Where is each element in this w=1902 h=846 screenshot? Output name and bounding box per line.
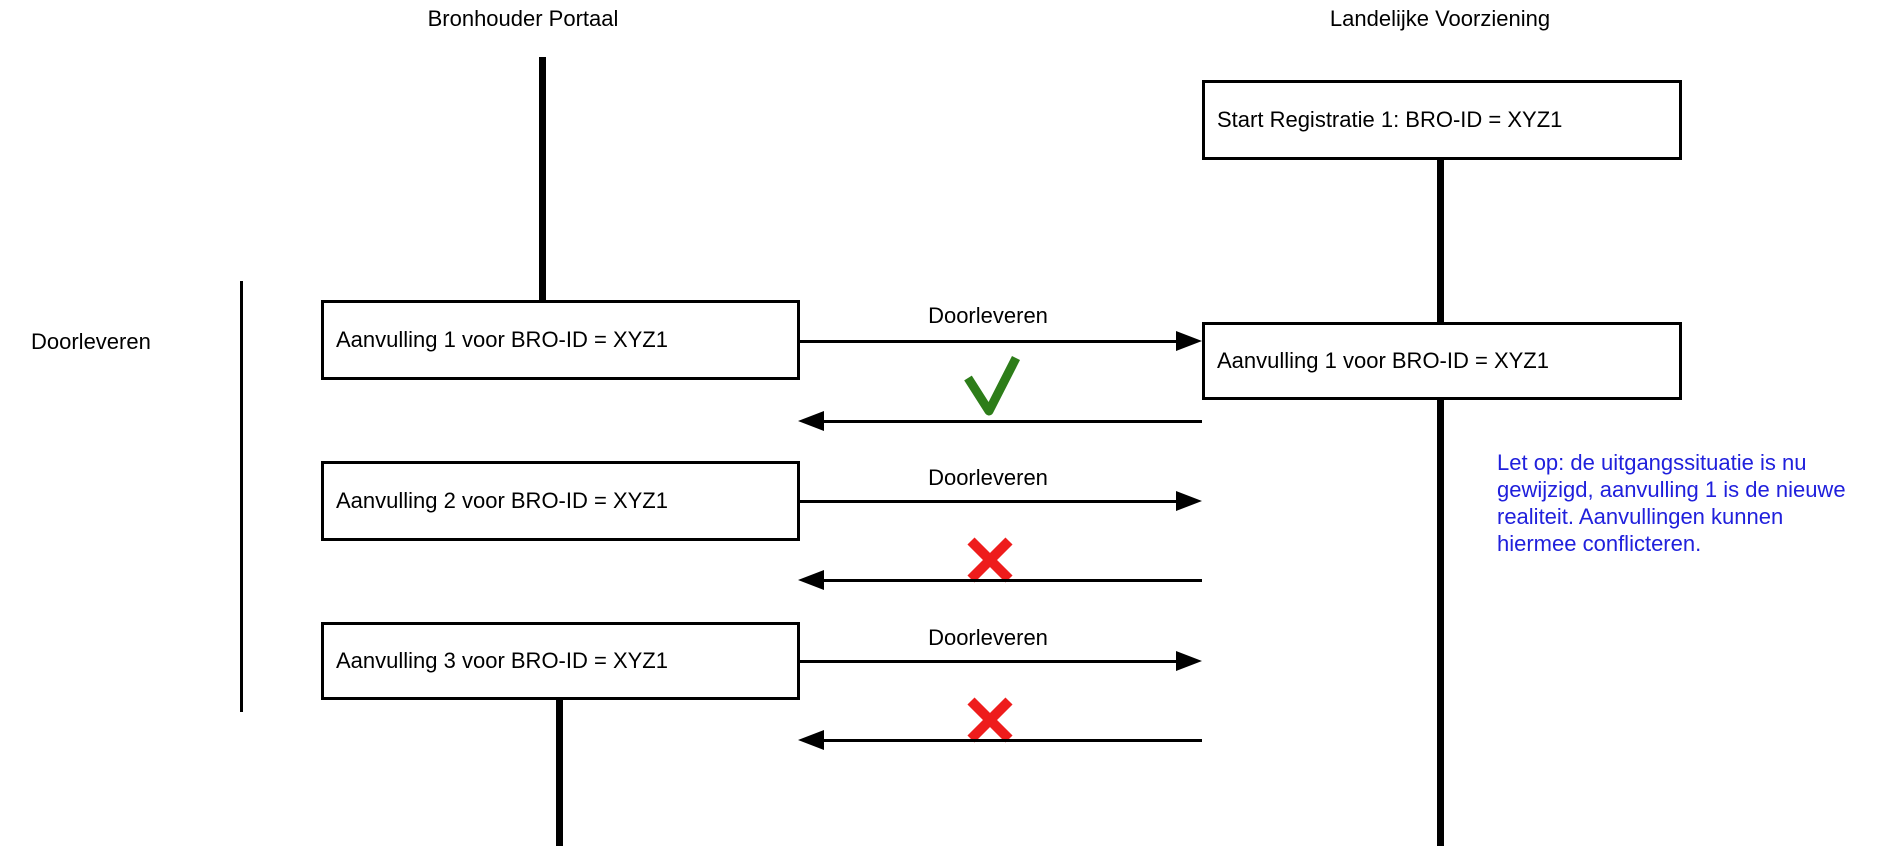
landelijke-voorziening-aanvulling-1-label: Aanvulling 1 voor BRO-ID = XYZ1 xyxy=(1217,348,1549,373)
landelijke-voorziening-aanvulling-1-box: Aanvulling 1 voor BRO-ID = XYZ1 xyxy=(1202,322,1682,400)
message-2-return-arrow-line xyxy=(822,579,1202,582)
message-2-return-arrowhead-icon xyxy=(798,570,824,590)
note-line-2: gewijzigd, aanvulling 1 is de nieuwe xyxy=(1497,477,1846,502)
message-3-request-arrowhead-icon xyxy=(1176,651,1202,671)
group-label-doorleveren: Doorleveren xyxy=(31,329,151,354)
message-3-doorleveren-label: Doorleveren xyxy=(928,625,1048,650)
actor-label-bronhouder-portaal: Bronhouder Portaal xyxy=(427,6,619,31)
note-line-3: realiteit. Aanvullingen kunnen xyxy=(1497,504,1784,529)
note-line-4: hiermee conflicteren. xyxy=(1497,531,1702,556)
message-1-request-arrow-line xyxy=(800,340,1180,343)
message-1-request-arrowhead-icon xyxy=(1176,331,1202,351)
lifeline-bronhouder-top xyxy=(539,57,546,300)
lifeline-landelijke-voorziening-bottom xyxy=(1437,398,1444,846)
start-registratie-box: Start Registratie 1: BRO-ID = XYZ1 xyxy=(1202,80,1682,160)
message-3-return-arrowhead-icon xyxy=(798,730,824,750)
note-line-1: Let op: de uitgangssituatie is nu xyxy=(1497,450,1807,475)
group-bracket-doorleveren xyxy=(240,281,243,712)
bronhouder-aanvulling-1-label: Aanvulling 1 voor BRO-ID = XYZ1 xyxy=(336,327,668,352)
message-2-doorleveren-label: Doorleveren xyxy=(928,465,1048,490)
actor-label-landelijke-voorziening: Landelijke Voorziening xyxy=(1329,6,1551,31)
message-1-doorleveren-label: Doorleveren xyxy=(928,303,1048,328)
message-3-return-arrow-line xyxy=(822,739,1202,742)
bronhouder-aanvulling-1-box: Aanvulling 1 voor BRO-ID = XYZ1 xyxy=(321,300,800,380)
message-2-request-arrowhead-icon xyxy=(1176,491,1202,511)
success-check-icon xyxy=(964,355,1021,416)
message-1-return-arrowhead-icon xyxy=(798,411,824,431)
message-3-request-arrow-line xyxy=(800,660,1180,663)
note-text: Let op: de uitgangssituatie is nu gewijz… xyxy=(1497,449,1902,557)
message-2-request-arrow-line xyxy=(800,500,1180,503)
bronhouder-aanvulling-2-box: Aanvulling 2 voor BRO-ID = XYZ1 xyxy=(321,461,800,541)
lifeline-landelijke-voorziening-top xyxy=(1437,158,1444,322)
message-1-return-arrow-line xyxy=(822,420,1202,423)
failure-x-icon xyxy=(967,537,1013,583)
bronhouder-aanvulling-3-label: Aanvulling 3 voor BRO-ID = XYZ1 xyxy=(336,648,668,673)
bronhouder-aanvulling-2-label: Aanvulling 2 voor BRO-ID = XYZ1 xyxy=(336,488,668,513)
bronhouder-aanvulling-3-box: Aanvulling 3 voor BRO-ID = XYZ1 xyxy=(321,622,800,700)
lifeline-bronhouder-bottom xyxy=(556,700,563,846)
start-registratie-box-label: Start Registratie 1: BRO-ID = XYZ1 xyxy=(1217,107,1563,132)
failure-x-icon xyxy=(967,697,1013,743)
